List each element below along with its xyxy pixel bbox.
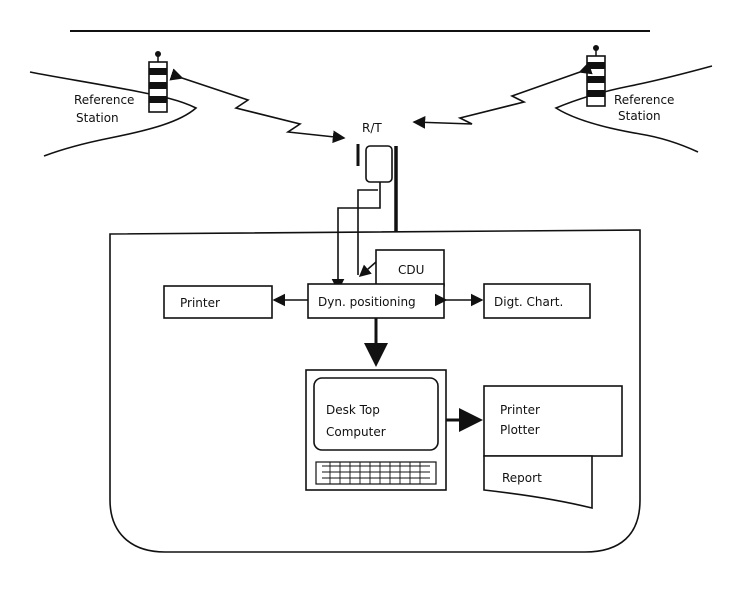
cdu-label: CDU xyxy=(398,263,424,277)
right-station-label-1: Reference xyxy=(614,93,674,107)
cdu-link xyxy=(358,261,377,277)
right-station-label-2: Station xyxy=(618,109,661,123)
computer-label-2: Computer xyxy=(326,425,386,439)
vessel-hull xyxy=(109,229,641,553)
plotter-label-1: Printer xyxy=(500,403,540,417)
digital-chart-label: Digt. Chart. xyxy=(494,295,563,309)
report-document xyxy=(483,455,593,510)
left-station-label-1: Reference xyxy=(74,93,134,107)
rt-to-cdu-line xyxy=(357,189,378,275)
left-lighthouse-icon xyxy=(148,51,168,113)
left-radio-link xyxy=(169,68,346,144)
left-station-label-2: Station xyxy=(76,111,119,125)
right-lighthouse-icon xyxy=(586,45,606,107)
dyn-positioning-label: Dyn. positioning xyxy=(318,295,416,309)
computer-icon xyxy=(305,369,447,491)
right-radio-link xyxy=(412,62,593,129)
rt-unit xyxy=(365,145,393,183)
printer-label: Printer xyxy=(180,296,220,310)
report-label: Report xyxy=(502,471,542,485)
plotter-label-2: Plotter xyxy=(500,423,540,437)
rt-label: R/T xyxy=(362,121,382,135)
digital-chart-box xyxy=(483,283,591,319)
rt-to-dyn-line xyxy=(331,182,381,292)
printer-plotter-box xyxy=(483,385,623,457)
computer-label-1: Desk Top xyxy=(326,403,380,417)
cdu-box xyxy=(375,249,445,287)
printer-box xyxy=(163,285,273,319)
